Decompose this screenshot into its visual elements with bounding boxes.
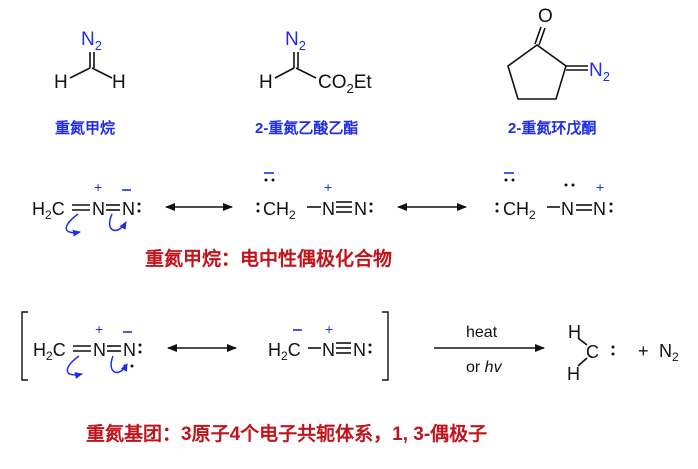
svg-text:+: + <box>638 341 649 361</box>
svg-text:H2C: H2C <box>33 340 66 363</box>
ketone-co-double-b <box>538 27 546 46</box>
diazocyclopentanone-name: 2-重氮环戊酮 <box>508 119 596 137</box>
svg-text:N: N <box>93 340 106 360</box>
curved-arrow-2 <box>108 213 127 232</box>
diazomethane-name: 重氮甲烷 <box>55 119 115 137</box>
carbene-product: H C H + N2 <box>567 322 679 384</box>
plus-charge: + <box>94 179 102 195</box>
n2-product: N2 <box>659 341 679 364</box>
svg-text:H2C: H2C <box>268 340 301 363</box>
hv-label: or hv <box>466 359 503 376</box>
svg-text:H: H <box>567 364 580 384</box>
svg-text:H2C: H2C <box>32 199 65 222</box>
bracket-form-1: H2C N + N <box>33 321 142 379</box>
svg-text:CH2: CH2 <box>503 199 536 222</box>
diazomethane-h-right: H <box>112 72 126 93</box>
cyclopentane-ring <box>507 44 567 100</box>
ketone-co-double-a <box>534 26 542 45</box>
resonance-form-2: CH2 N + N <box>256 172 373 222</box>
form1-n-terminal: N <box>122 199 135 219</box>
c-h-bond-right <box>91 67 113 79</box>
eda-ester-label: CO2Et <box>318 72 372 96</box>
eda-h-left: H <box>259 72 273 93</box>
resonance-form-1: H2C N + N <box>32 179 141 237</box>
svg-text:N: N <box>353 340 366 360</box>
resonance-caption: 重氮甲烷：电中性偶极化合物 <box>145 247 392 270</box>
svg-text:N: N <box>123 340 136 360</box>
bracket-left <box>21 311 28 381</box>
reaction-arrow: heat or hv <box>434 324 545 376</box>
svg-text:N: N <box>354 199 367 219</box>
eda-c-ester-bond <box>295 67 317 79</box>
eda-n2-label: N2 <box>285 29 306 53</box>
svg-text:+: + <box>324 179 332 195</box>
ethyl-diazoacetate-structure: N2 H CO2Et 2-重氮乙酸乙酯 <box>255 29 372 137</box>
svg-text:H: H <box>568 322 581 342</box>
eda-c-h-bond <box>274 67 295 79</box>
heat-label: heat <box>466 324 498 341</box>
svg-text:C: C <box>586 342 599 362</box>
svg-text:N: N <box>561 199 574 219</box>
svg-text:N: N <box>322 199 335 219</box>
curved-arrow-1 <box>65 213 81 237</box>
diazomethane-structure: N2 H H 重氮甲烷 <box>54 29 126 137</box>
bracket-right <box>382 311 389 381</box>
svg-text:N: N <box>322 340 335 360</box>
diazocyclopentanone-structure: O N2 2-重氮环戊酮 <box>507 6 610 137</box>
svg-text:N: N <box>593 199 606 219</box>
eda-name: 2-重氮乙酸乙酯 <box>255 119 358 137</box>
svg-text:+: + <box>325 321 333 337</box>
resonance-form-3: CH2 N N + <box>495 172 613 222</box>
diazomethane-n2-label: N2 <box>81 29 102 53</box>
svg-text:CH2: CH2 <box>263 199 296 222</box>
bracket-form-2: H2C N + N <box>268 321 372 363</box>
ketone-n2-label: N2 <box>589 60 610 84</box>
diazomethane-h-left: H <box>54 72 68 93</box>
form1-n-central: N <box>92 199 105 219</box>
svg-text:+: + <box>95 321 103 337</box>
ketone-o-label: O <box>538 6 553 27</box>
c-h-bond-left <box>69 67 91 79</box>
svg-text:+: + <box>596 179 604 195</box>
bracket-caption: 重氮基团：3原子4个电子共轭体系，1, 3-偶极子 <box>86 422 487 445</box>
